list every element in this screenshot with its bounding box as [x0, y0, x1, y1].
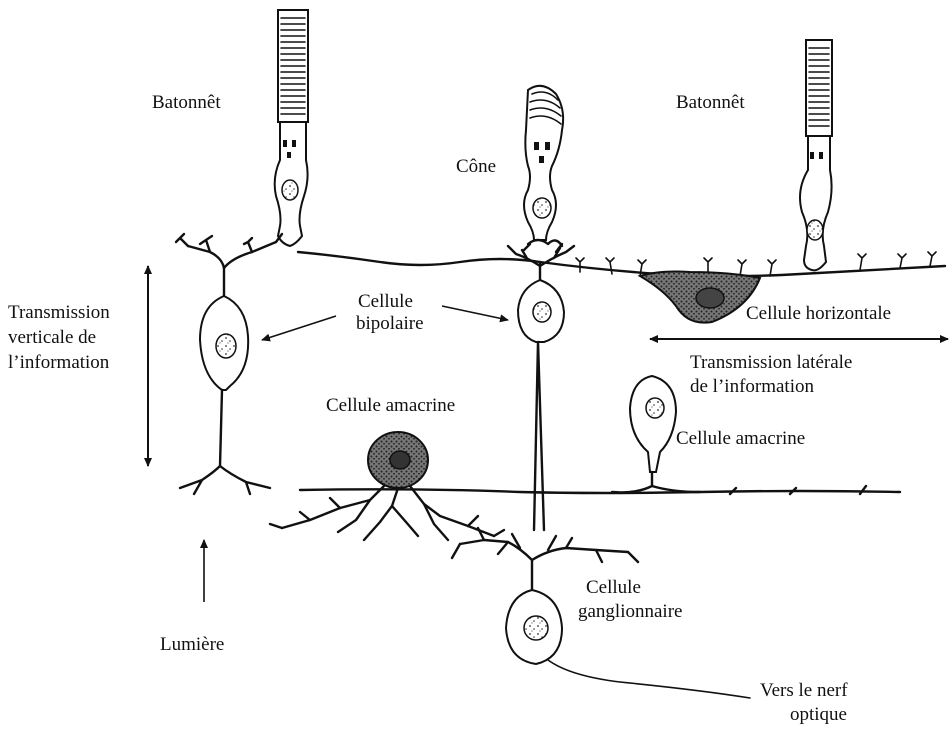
rod-left [275, 10, 308, 246]
rod-right-inner-segment [800, 136, 832, 270]
rod-left-nucleus [282, 180, 298, 200]
bipolar-left-nucleus [216, 334, 236, 358]
label-bipolar-line2: bipolaire [356, 313, 424, 335]
amacrine-right-soma [630, 376, 676, 472]
amacrine-left-nucleus [390, 451, 410, 469]
outer-plexiform-line [298, 252, 945, 276]
label-lateral-line2: de l’information [690, 376, 814, 398]
label-cone: Cône [456, 156, 496, 178]
bipolar-cell-center [508, 246, 574, 530]
horizontal-cell-nucleus [696, 288, 724, 308]
outer-plexiform-layer [298, 252, 945, 276]
rod-right-nucleus [807, 220, 823, 240]
bipolar-pointer-left [262, 316, 336, 340]
label-light: Lumière [160, 634, 224, 656]
label-nerve-line2: optique [790, 704, 847, 726]
bipolar-cell-left [176, 234, 282, 494]
bipolar-center-nucleus [533, 302, 551, 322]
label-vertical-line2: verticale de [8, 327, 96, 349]
label-vertical-line3: l’information [8, 352, 109, 374]
amacrine-cell-left [270, 432, 504, 540]
ganglion-axon [548, 660, 750, 698]
horizontal-cell [640, 272, 760, 323]
bipolar-pointer-right [442, 306, 508, 320]
bipolar-left-upper-dendrites [176, 234, 282, 300]
cone-nucleus [533, 198, 551, 218]
inner-plexiform-line [300, 489, 900, 493]
label-horizontal-cell: Cellule horizontale [746, 303, 891, 325]
bipolar-center-axon [534, 342, 544, 530]
label-rod-right: Batonnêt [676, 92, 745, 114]
inner-plexiform-layer [300, 489, 900, 493]
cone-pedicle [524, 240, 562, 252]
label-bipolar-line1: Cellule [358, 291, 413, 313]
label-amacrine-right: Cellule amacrine [676, 428, 805, 450]
amacrine-right-nucleus [646, 398, 664, 418]
amacrine-left-dendrites [270, 486, 504, 540]
label-ganglion-line2: ganglionnaire [578, 601, 682, 623]
rod-right [800, 40, 832, 270]
cone [524, 86, 563, 252]
label-amacrine-left: Cellule amacrine [326, 395, 455, 417]
bipolar-left-axon [180, 390, 270, 494]
label-vertical-line1: Transmission [8, 302, 110, 324]
label-nerve-line1: Vers le nerf [760, 680, 848, 702]
label-ganglion-line1: Cellule [586, 577, 641, 599]
ganglion-nucleus [524, 616, 548, 640]
label-rod-left: Batonnêt [152, 92, 221, 114]
label-lateral-line1: Transmission latérale [690, 352, 852, 374]
